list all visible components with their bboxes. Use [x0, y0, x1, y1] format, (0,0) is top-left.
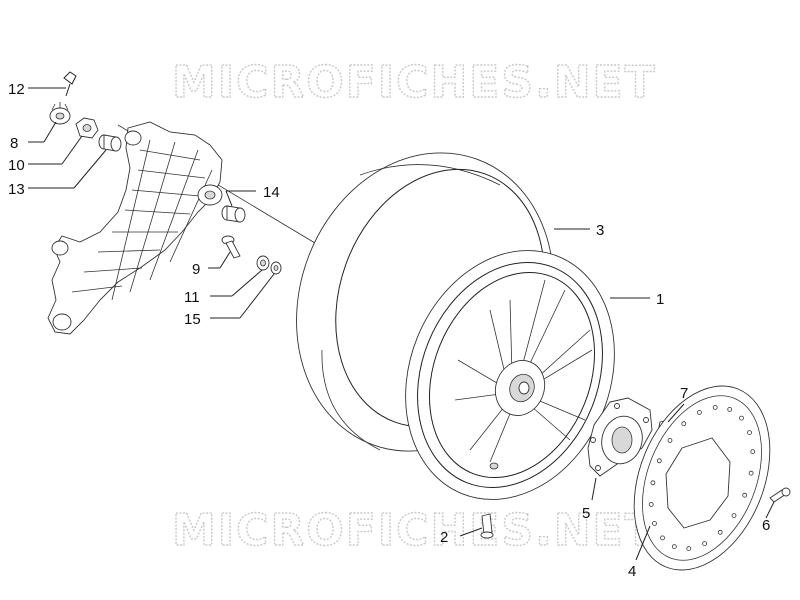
callout-11: 11: [184, 289, 200, 306]
callout-8: 8: [10, 135, 18, 152]
callout-10: 10: [8, 157, 25, 174]
callout-14: 14: [263, 184, 280, 201]
callout-3: 3: [596, 222, 604, 239]
callout-6: 6: [762, 517, 770, 534]
callout-5: 5: [582, 505, 590, 522]
disc-hole: [750, 449, 756, 455]
disc-hole: [656, 458, 662, 464]
callout-4: 4: [628, 563, 636, 580]
callout-15: 15: [184, 311, 201, 328]
bushing: [221, 205, 246, 223]
washer-small: [256, 255, 270, 271]
disc-hole: [671, 544, 677, 549]
castle-nut: [49, 102, 71, 125]
callout-12: 12: [8, 81, 25, 98]
callout-1: 1: [656, 291, 664, 308]
callout-13: 13: [8, 181, 25, 198]
callout-7: 7: [680, 385, 688, 402]
disc-hole: [697, 409, 702, 415]
disc-hole: [727, 406, 733, 412]
axle-nut: [75, 117, 99, 139]
brake-disc: [633, 385, 771, 571]
disc-hole: [648, 501, 654, 507]
callout-2: 2: [440, 529, 448, 546]
cotter-pin: [63, 71, 77, 97]
disc-hole: [652, 521, 657, 526]
disc-hole: [748, 470, 754, 476]
disc-hole: [650, 480, 656, 486]
spacer: [98, 134, 122, 152]
callout-9: 9: [192, 261, 200, 278]
disc-flange: [587, 397, 653, 477]
disc-hole: [717, 529, 723, 535]
disc-hole: [739, 415, 744, 421]
wheel-rim: [405, 250, 615, 500]
disc-hole: [702, 541, 707, 546]
disc-hole: [667, 437, 673, 443]
leader-lines: [28, 87, 775, 561]
watermark-bottom: MICROFICHES.NET: [172, 505, 657, 556]
disc-hole: [712, 404, 718, 410]
watermark-top: MICROFICHES.NET: [172, 57, 657, 108]
disc-hole: [742, 492, 748, 498]
disc-hole: [660, 535, 665, 541]
disc-hole: [731, 513, 737, 518]
tyre-valve: [480, 513, 494, 539]
swing-arm-bracket: [47, 121, 223, 335]
washer-large: [270, 261, 282, 275]
disc-hole: [747, 430, 752, 436]
disc-hole: [681, 421, 687, 427]
disc-bolt: [769, 487, 791, 503]
bolt: [221, 235, 241, 259]
disc-hole: [686, 546, 692, 551]
